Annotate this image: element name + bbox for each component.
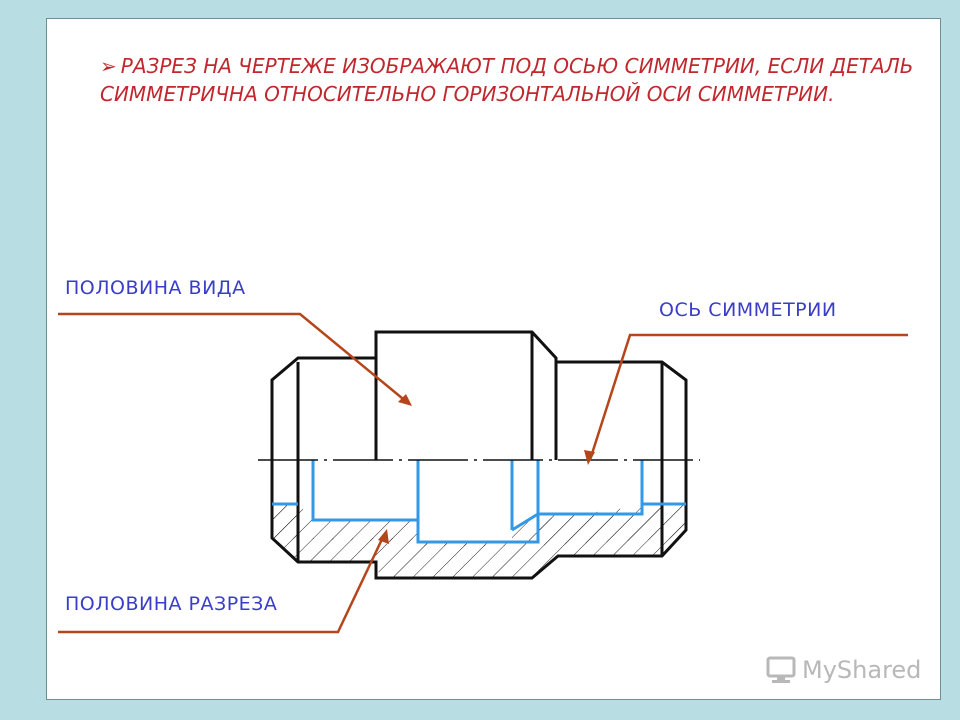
heading-text: РАЗРЕЗ НА ЧЕРТЕЖЕ ИЗОБРАЖАЮТ ПОД ОСЬЮ СИ… [100,54,914,106]
section-hatching-main [272,504,686,578]
slide-heading: ➢РАЗРЕЗ НА ЧЕРТЕЖЕ ИЗОБРАЖАЮТ ПОД ОСЬЮ С… [100,52,920,108]
section-inner-contour [511,512,539,532]
label-symmetry-axis: ОСЬ СИММЕТРИИ [659,299,837,321]
leader-half-view-arrowhead [398,394,412,406]
leader-symmetry-axis [588,333,908,461]
part-outline [270,330,688,580]
watermark: MyShared [766,656,921,684]
section-inner-contour [272,460,686,544]
label-half-section: ПОЛОВИНА РАЗРЕЗА [65,593,278,615]
slide-canvas [46,18,941,700]
monitor-icon [766,656,796,683]
leader-half-view [58,312,409,404]
leader-half-section-arrowhead [378,529,389,544]
leader-symmetry-axis-arrowhead [584,450,595,465]
watermark-text: MyShared [802,656,922,684]
arrow-bullet-icon: ➢ [100,54,117,78]
leader-half-section [58,534,386,634]
label-half-view: ПОЛОВИНА ВИДА [65,277,246,299]
